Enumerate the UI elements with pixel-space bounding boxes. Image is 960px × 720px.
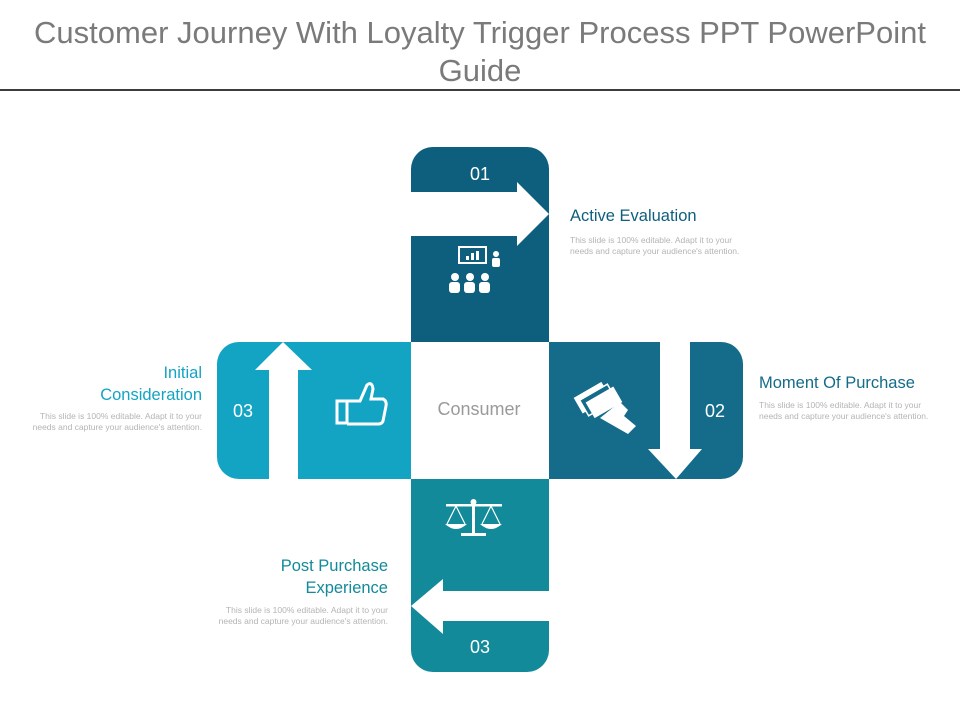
step-title-top: Active Evaluation: [570, 207, 697, 225]
page-title: Customer Journey With Loyalty Trigger Pr…: [34, 15, 926, 88]
step-number-right: 02: [705, 401, 725, 421]
step-description-left: This slide is 100% editable. Adapt it to…: [32, 411, 202, 432]
center-square: [411, 342, 549, 479]
step-description-top: This slide is 100% editable. Adapt it to…: [570, 235, 740, 256]
right-arm: [549, 342, 743, 479]
balance-scale-icon: [445, 499, 502, 536]
step-description-bottom: This slide is 100% editable. Adapt it to…: [218, 605, 388, 626]
bottom-arm: [411, 479, 549, 672]
thumbs-up-icon: [335, 382, 388, 426]
step-title-left: Initial Consideration: [100, 364, 202, 404]
hand-money-icon: [573, 381, 636, 434]
step-number-left: 03: [233, 401, 253, 421]
center-label: Consumer: [437, 399, 520, 419]
step-title-right: Moment Of Purchase: [759, 374, 915, 392]
left-arm: [217, 342, 411, 479]
step-title-bottom: Post Purchase Experience: [280, 557, 388, 597]
title-divider: [0, 89, 960, 91]
step-number-top: 01: [470, 164, 490, 184]
presentation-audience-icon: [449, 246, 500, 293]
top-arm: [411, 147, 549, 342]
step-number-bottom: 03: [470, 637, 490, 657]
step-description-right: This slide is 100% editable. Adapt it to…: [759, 400, 929, 421]
